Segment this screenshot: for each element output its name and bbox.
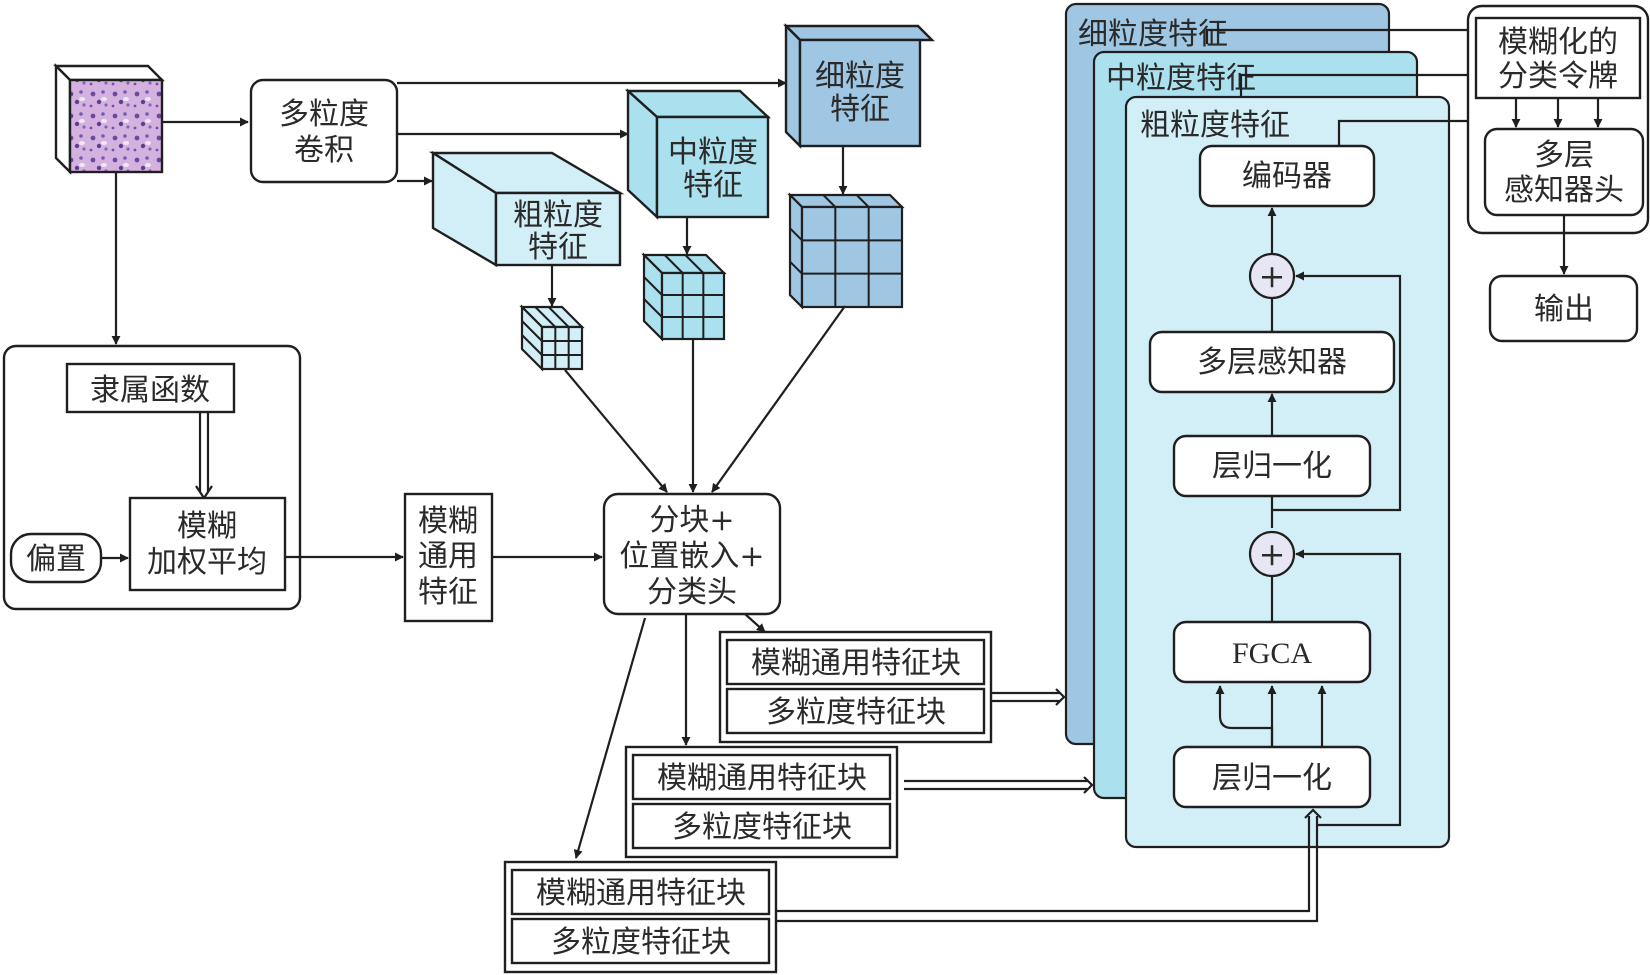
grid-front-face	[660, 271, 726, 341]
output-box: 输出	[1488, 274, 1639, 343]
medium-patch-grid-icon	[641, 252, 727, 342]
connector-coarse-to-head	[1337, 119, 1468, 146]
mlp-box	[1148, 330, 1396, 394]
grid-line	[643, 276, 663, 296]
arrow-query	[1215, 685, 1274, 747]
grid-line	[643, 298, 663, 318]
residual-skip-top	[1272, 271, 1402, 512]
grid-line	[547, 306, 570, 328]
general-feature-line2: 通用	[418, 539, 478, 574]
coarse-feature-label-line1: 粗粒度	[513, 198, 603, 233]
plus-symbol: +	[1259, 535, 1286, 573]
bias-label: 偏置	[26, 542, 86, 577]
token-block-top-label: 模糊通用特征块	[536, 876, 746, 911]
medium-feature-label-line2: 特征	[683, 168, 743, 203]
arrow-embed-to-block1	[744, 613, 766, 633]
fine-feature-block: 细粒度 特征	[783, 23, 935, 149]
grid-line	[789, 227, 803, 242]
fgca-label: FGCA	[1232, 637, 1312, 670]
multi-granularity-conv-box: 多粒度 卷积	[249, 78, 399, 184]
coarse-feature-block: 粗粒度 特征	[428, 150, 625, 268]
token-block-top-label: 模糊通用特征块	[657, 761, 867, 796]
arrow-fine-grid-to-embed	[711, 305, 846, 493]
double-arrow-block1-to-fine	[991, 688, 1066, 706]
weighted-average-label-line1: 模糊	[177, 509, 237, 544]
conv-label-line1: 多粒度	[279, 97, 369, 132]
token-block-fine: 模糊通用特征块 多粒度特征块	[718, 630, 993, 744]
mlp-label: 多层感知器	[1197, 345, 1347, 380]
grid-front-face	[540, 325, 584, 371]
grid-top-face	[787, 193, 905, 209]
grid-line	[521, 320, 543, 342]
arrow-embed-to-block3	[573, 617, 647, 859]
token-block-coarse: 模糊通用特征块 多粒度特征块	[503, 860, 778, 974]
connector-fine-to-head	[1205, 28, 1468, 44]
double-arrow-block2-to-medium	[904, 776, 1094, 794]
fine-feature-label-line2: 特征	[830, 92, 890, 127]
output-label: 输出	[1534, 292, 1594, 327]
fine-patch-grid-icon	[787, 192, 905, 310]
general-feature-line3: 特征	[418, 575, 478, 610]
connector-medium-to-head	[1239, 73, 1468, 96]
classification-head: 模糊化的 分类令牌 多层 感知器头	[1466, 4, 1650, 235]
grid-line	[789, 260, 803, 275]
coarse-feature-label-line2: 特征	[528, 230, 588, 265]
double-arrow-block3-to-encoder	[776, 808, 1322, 923]
encoder-label: 编码器	[1242, 159, 1332, 194]
encoder-stack: 编码器 + 多层感知器 层归一化 + FGCA 层归一化	[1148, 144, 1402, 827]
token-block-bottom-label: 多粒度特征块	[766, 695, 946, 730]
embed-label-line3: 分类头	[647, 575, 737, 610]
fuzzy-module: 隶属函数 模糊 加权平均 偏置	[2, 344, 302, 611]
coarse-patch-grid-icon	[519, 304, 585, 372]
medium-feature-label-line1: 中粒度	[668, 135, 758, 170]
mlp-head-label-line1: 多层	[1534, 138, 1594, 173]
coarse-branch-title: 粗粒度特征	[1140, 108, 1290, 143]
layernorm-bottom-box	[1172, 745, 1372, 809]
grid-line	[663, 254, 684, 274]
input-image	[53, 63, 165, 175]
layernorm-bottom-label: 层归一化	[1212, 761, 1332, 796]
token-block-bottom-label: 多粒度特征块	[672, 810, 852, 845]
grid-line	[534, 306, 557, 328]
medium-branch-title: 中粒度特征	[1106, 61, 1256, 96]
token-block-bottom-label: 多粒度特征块	[551, 925, 731, 960]
plus-symbol: +	[1259, 257, 1286, 295]
fine-feature-label-line1: 细粒度	[815, 59, 905, 94]
grid-line	[684, 254, 705, 274]
encoder-box	[1198, 144, 1376, 208]
fine-branch-title: 细粒度特征	[1078, 17, 1228, 52]
conv-label-line2: 卷积	[294, 133, 354, 168]
arrow-coarse-grid-to-embed	[564, 369, 668, 493]
embed-label-line2: 位置嵌入+	[619, 539, 764, 574]
grid-line	[855, 194, 870, 208]
fuzzy-general-feature-box: 模糊 通用 特征	[403, 492, 494, 623]
grid-line	[521, 334, 543, 356]
patch-embedding-box: 分块+ 位置嵌入+ 分类头	[602, 492, 782, 616]
medium-feature-block: 中粒度 特征	[624, 88, 772, 220]
histology-image-icon	[68, 78, 164, 174]
token-block-top-label: 模糊通用特征块	[751, 646, 961, 681]
fuzzy-weighted-average-box	[128, 496, 287, 592]
residual-skip-bottom	[1295, 549, 1402, 827]
token-block-medium: 模糊通用特征块 多粒度特征块	[624, 745, 899, 859]
embed-label-line1: 分块+	[649, 503, 734, 538]
mlp-head-label-line2: 感知器头	[1504, 173, 1624, 208]
cls-token-label-line2: 分类令牌	[1498, 59, 1618, 94]
membership-function-label: 隶属函数	[90, 373, 210, 408]
membership-function-box	[65, 362, 236, 414]
weighted-average-label-line2: 加权平均	[147, 545, 267, 580]
general-feature-line1: 模糊	[418, 504, 478, 539]
cls-token-label-line1: 模糊化的	[1498, 25, 1618, 60]
layernorm-top-label: 层归一化	[1212, 449, 1332, 484]
grid-side-face	[788, 192, 804, 310]
grid-line	[822, 194, 837, 208]
grid-front-face	[800, 205, 904, 309]
fgca-box	[1172, 620, 1372, 684]
fuzzy-cls-token-box	[1474, 16, 1642, 100]
